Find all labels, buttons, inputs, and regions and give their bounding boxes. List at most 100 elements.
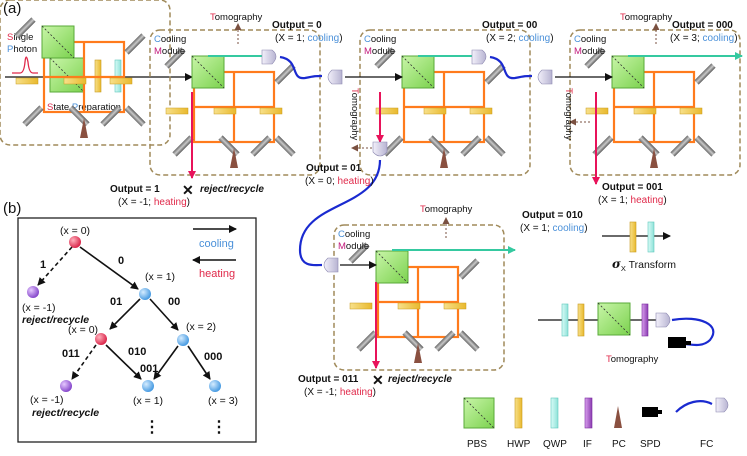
svg-text:(X = -1; heating): (X = -1; heating) xyxy=(304,387,376,398)
panel-a-label: (a) xyxy=(3,0,21,17)
cooling-module-template xyxy=(0,0,171,146)
module-label-3: Cooling Module xyxy=(574,34,606,57)
legend-pbs: PBS xyxy=(463,397,495,450)
tree-node-root xyxy=(69,236,81,248)
fc-2a xyxy=(471,49,487,65)
svg-text:00: 00 xyxy=(168,296,180,308)
svg-text:01: 01 xyxy=(110,296,122,308)
component-legend: PBS HWP QWP IF PC SPD FC xyxy=(463,397,729,450)
cooling-heating-legend: cooling heating xyxy=(192,225,237,280)
legend-hwp: HWP xyxy=(507,397,531,450)
tomography-label-3: Tomography xyxy=(420,204,473,215)
module-label-1: Cooling Module xyxy=(154,34,186,57)
svg-text:(X = 1; heating): (X = 1; heating) xyxy=(598,195,667,206)
fc-1b xyxy=(327,69,343,85)
svg-text:HWP: HWP xyxy=(507,439,531,450)
svg-text:Tomography: Tomography xyxy=(606,354,659,365)
legend-qwp: QWP xyxy=(543,397,567,450)
svg-text:(x = 2): (x = 2) xyxy=(186,321,216,333)
tree-nodes xyxy=(27,236,221,392)
svg-text:SPD: SPD xyxy=(640,439,661,450)
reject-cross-icon-2: ✕ xyxy=(372,372,384,388)
sigma-x-transform: σX Transform xyxy=(602,221,676,273)
svg-text:010: 010 xyxy=(128,346,146,358)
svg-text:(X = 1; cooling): (X = 1; cooling) xyxy=(520,223,588,234)
fiber-1 xyxy=(279,55,323,80)
svg-text:Single: Single xyxy=(7,32,33,43)
tomography-label-2: Tomography xyxy=(620,12,673,23)
svg-text:(X = 2; cooling): (X = 2; cooling) xyxy=(486,33,554,44)
svg-text:Output = 00: Output = 00 xyxy=(482,20,538,31)
svg-text:σX Transform: σX Transform xyxy=(612,257,676,273)
tomography-label-4: Tomography xyxy=(349,88,360,141)
tree-edges xyxy=(37,246,211,380)
output-00: Output = 00 (X = 2; cooling) xyxy=(482,20,554,44)
svg-text:(x = -1): (x = -1) xyxy=(30,394,64,406)
svg-text:Cooling: Cooling xyxy=(364,34,396,45)
svg-text:(x = -1): (x = -1) xyxy=(22,302,56,314)
tree-node-x1 xyxy=(139,288,151,300)
svg-text:reject/recycle: reject/recycle xyxy=(200,184,264,195)
svg-text:Output = 000: Output = 000 xyxy=(672,20,733,31)
legend-if: IF xyxy=(583,397,593,450)
svg-text:Photon: Photon xyxy=(7,44,37,55)
svg-text:heating: heating xyxy=(199,268,235,280)
tomography-label-5: Tomography xyxy=(563,88,574,141)
svg-text:reject/recycle: reject/recycle xyxy=(22,314,89,326)
svg-text:Cooling: Cooling xyxy=(154,34,186,45)
module-label-4: Cooling Module xyxy=(338,229,370,252)
fc-2b xyxy=(537,69,553,85)
output-000: Output = 000 (X = 3; cooling) xyxy=(670,20,738,44)
svg-text:Cooling: Cooling xyxy=(574,34,606,45)
single-photon-label: Single Photon xyxy=(7,32,37,55)
svg-text:011: 011 xyxy=(62,348,80,360)
tomography-setup: Tomography xyxy=(538,302,715,365)
svg-text:Module: Module xyxy=(574,46,605,57)
tree-node-x2 xyxy=(177,334,189,346)
tree-node-x3 xyxy=(209,380,221,392)
svg-text:000: 000 xyxy=(204,351,222,363)
svg-text:Module: Module xyxy=(338,241,369,252)
tree-node-minus1-b xyxy=(60,380,72,392)
svg-text:Output = 0: Output = 0 xyxy=(272,20,322,31)
svg-text:⋮: ⋮ xyxy=(211,419,227,436)
tree-edge-labels: 1 0 01 00 011 010 001 000 xyxy=(40,255,222,375)
svg-text:reject/recycle: reject/recycle xyxy=(32,407,99,419)
svg-text:Module: Module xyxy=(154,46,185,57)
svg-text:reject/recycle: reject/recycle xyxy=(388,374,452,385)
svg-text:(x = 1): (x = 1) xyxy=(133,395,163,407)
output-001: Output = 001 (X = 1; heating) xyxy=(598,182,667,206)
svg-text:(x = 0): (x = 0) xyxy=(60,225,90,237)
svg-text:Output = 01: Output = 01 xyxy=(306,163,362,174)
svg-text:(X = 3; cooling): (X = 3; cooling) xyxy=(670,33,738,44)
fc-3b xyxy=(323,257,339,273)
tree-node-x1b xyxy=(142,380,154,392)
svg-text:QWP: QWP xyxy=(543,439,567,450)
output-011: Output = 011 ✕ reject/recycle (X = -1; h… xyxy=(298,372,452,398)
panel-b-label: (b) xyxy=(3,200,21,217)
fc-3a xyxy=(372,141,388,157)
output-010: Output = 010 (X = 1; cooling) xyxy=(520,210,588,234)
svg-text:(X = -1; heating): (X = -1; heating) xyxy=(118,197,190,208)
svg-text:0: 0 xyxy=(118,255,124,267)
fiber-3 xyxy=(298,159,382,267)
svg-text:1: 1 xyxy=(40,259,46,271)
svg-text:⋮: ⋮ xyxy=(144,419,160,436)
svg-text:(x = 0): (x = 0) xyxy=(68,324,98,336)
svg-text:IF: IF xyxy=(583,439,592,450)
photon-pulse-icon xyxy=(12,56,38,74)
output-01: Output = 01 (X = 0; heating) xyxy=(305,163,374,187)
module-label-2: Cooling Module xyxy=(364,34,396,57)
svg-text:(x = 1): (x = 1) xyxy=(145,271,175,283)
tomography-label-1: Tomography xyxy=(210,12,263,23)
fc-1a xyxy=(261,49,277,65)
svg-text:(x = 3): (x = 3) xyxy=(208,395,238,407)
svg-text:cooling: cooling xyxy=(199,238,234,250)
svg-text:FC: FC xyxy=(700,439,713,450)
output-0: Output = 0 (X = 1; cooling) xyxy=(272,20,343,44)
svg-text:(X = 1; cooling): (X = 1; cooling) xyxy=(275,33,343,44)
reject-cross-icon: ✕ xyxy=(182,182,194,198)
legend-fc: FC xyxy=(675,397,729,450)
svg-text:Cooling: Cooling xyxy=(338,229,370,240)
